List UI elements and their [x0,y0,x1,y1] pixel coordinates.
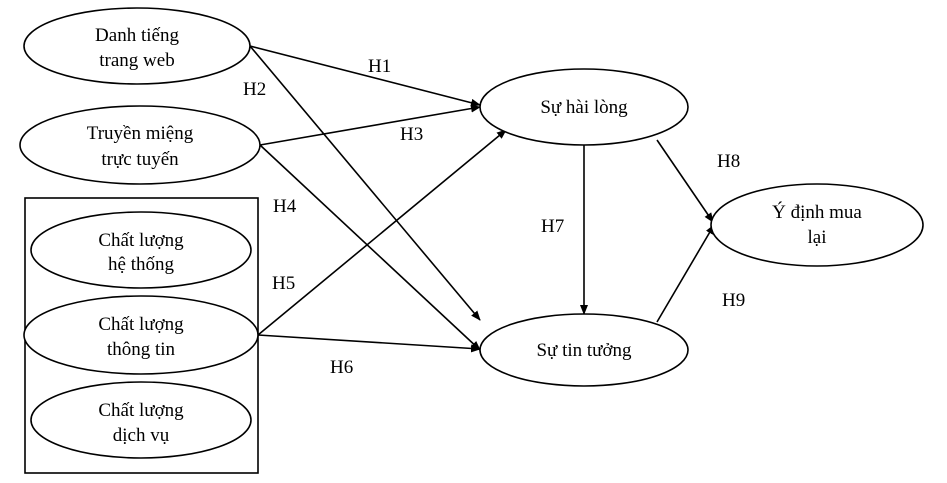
hypothesis-label-h8: H8 [717,151,740,172]
hypothesis-label-h4: H4 [273,196,297,217]
edge-h5 [257,129,507,336]
node-label-line2: thông tin [107,339,176,360]
edge-h4 [259,144,481,351]
node-su-hai-long: Sự hài lòng [479,68,689,146]
node-label-line1: Danh tiếng [95,25,179,46]
node-label-line2: trang web [99,50,174,71]
node-label-line1: Chất lượng [98,314,184,335]
node-label-line2: hệ thống [108,254,174,275]
node-chat-luong-thong-tin: Chất lượng thông tin [23,295,259,375]
edge-h3 [259,104,481,146]
node-chat-luong-he-thong: Chất lượng hệ thống [30,211,252,289]
edge-h2 [249,45,481,321]
node-label-line1: Chất lượng [98,400,184,421]
edge-h8 [656,139,714,223]
node-label-line2: dịch vụ [113,425,170,446]
node-y-dinh-mua-lai: Ý định mua lại [710,183,924,267]
hypothesis-label-h2: H2 [243,79,266,100]
node-label-line1: Chất lượng [98,230,184,251]
node-label-line2: trực tuyến [101,149,179,170]
edge-h9 [656,224,715,323]
hypothesis-label-h1: H1 [368,56,391,77]
edge-h1 [249,45,481,107]
hypothesis-label-h3: H3 [400,124,423,145]
node-label-line1: Truyền miệng [87,123,194,144]
edge-h6 [257,334,481,353]
node-label-line2: lại [808,227,827,248]
node-su-tin-tuong: Sự tin tưởng [479,313,689,387]
node-danh-tieng-trang-web: Danh tiếng trang web [23,7,251,85]
node-label: Sự tin tưởng [536,340,632,361]
hypothesis-label-h6: H6 [330,357,353,378]
node-truyen-mieng-truc-tuyen: Truyền miệng trực tuyến [19,105,261,185]
node-label: Sự hài lòng [540,97,628,118]
hypothesis-label-h5: H5 [272,273,295,294]
node-chat-luong-dich-vu: Chất lượng dịch vụ [30,381,252,459]
hypothesis-label-h7: H7 [541,216,564,237]
hypothesis-label-h9: H9 [722,290,745,311]
node-label-line1: Ý định mua [772,201,862,223]
